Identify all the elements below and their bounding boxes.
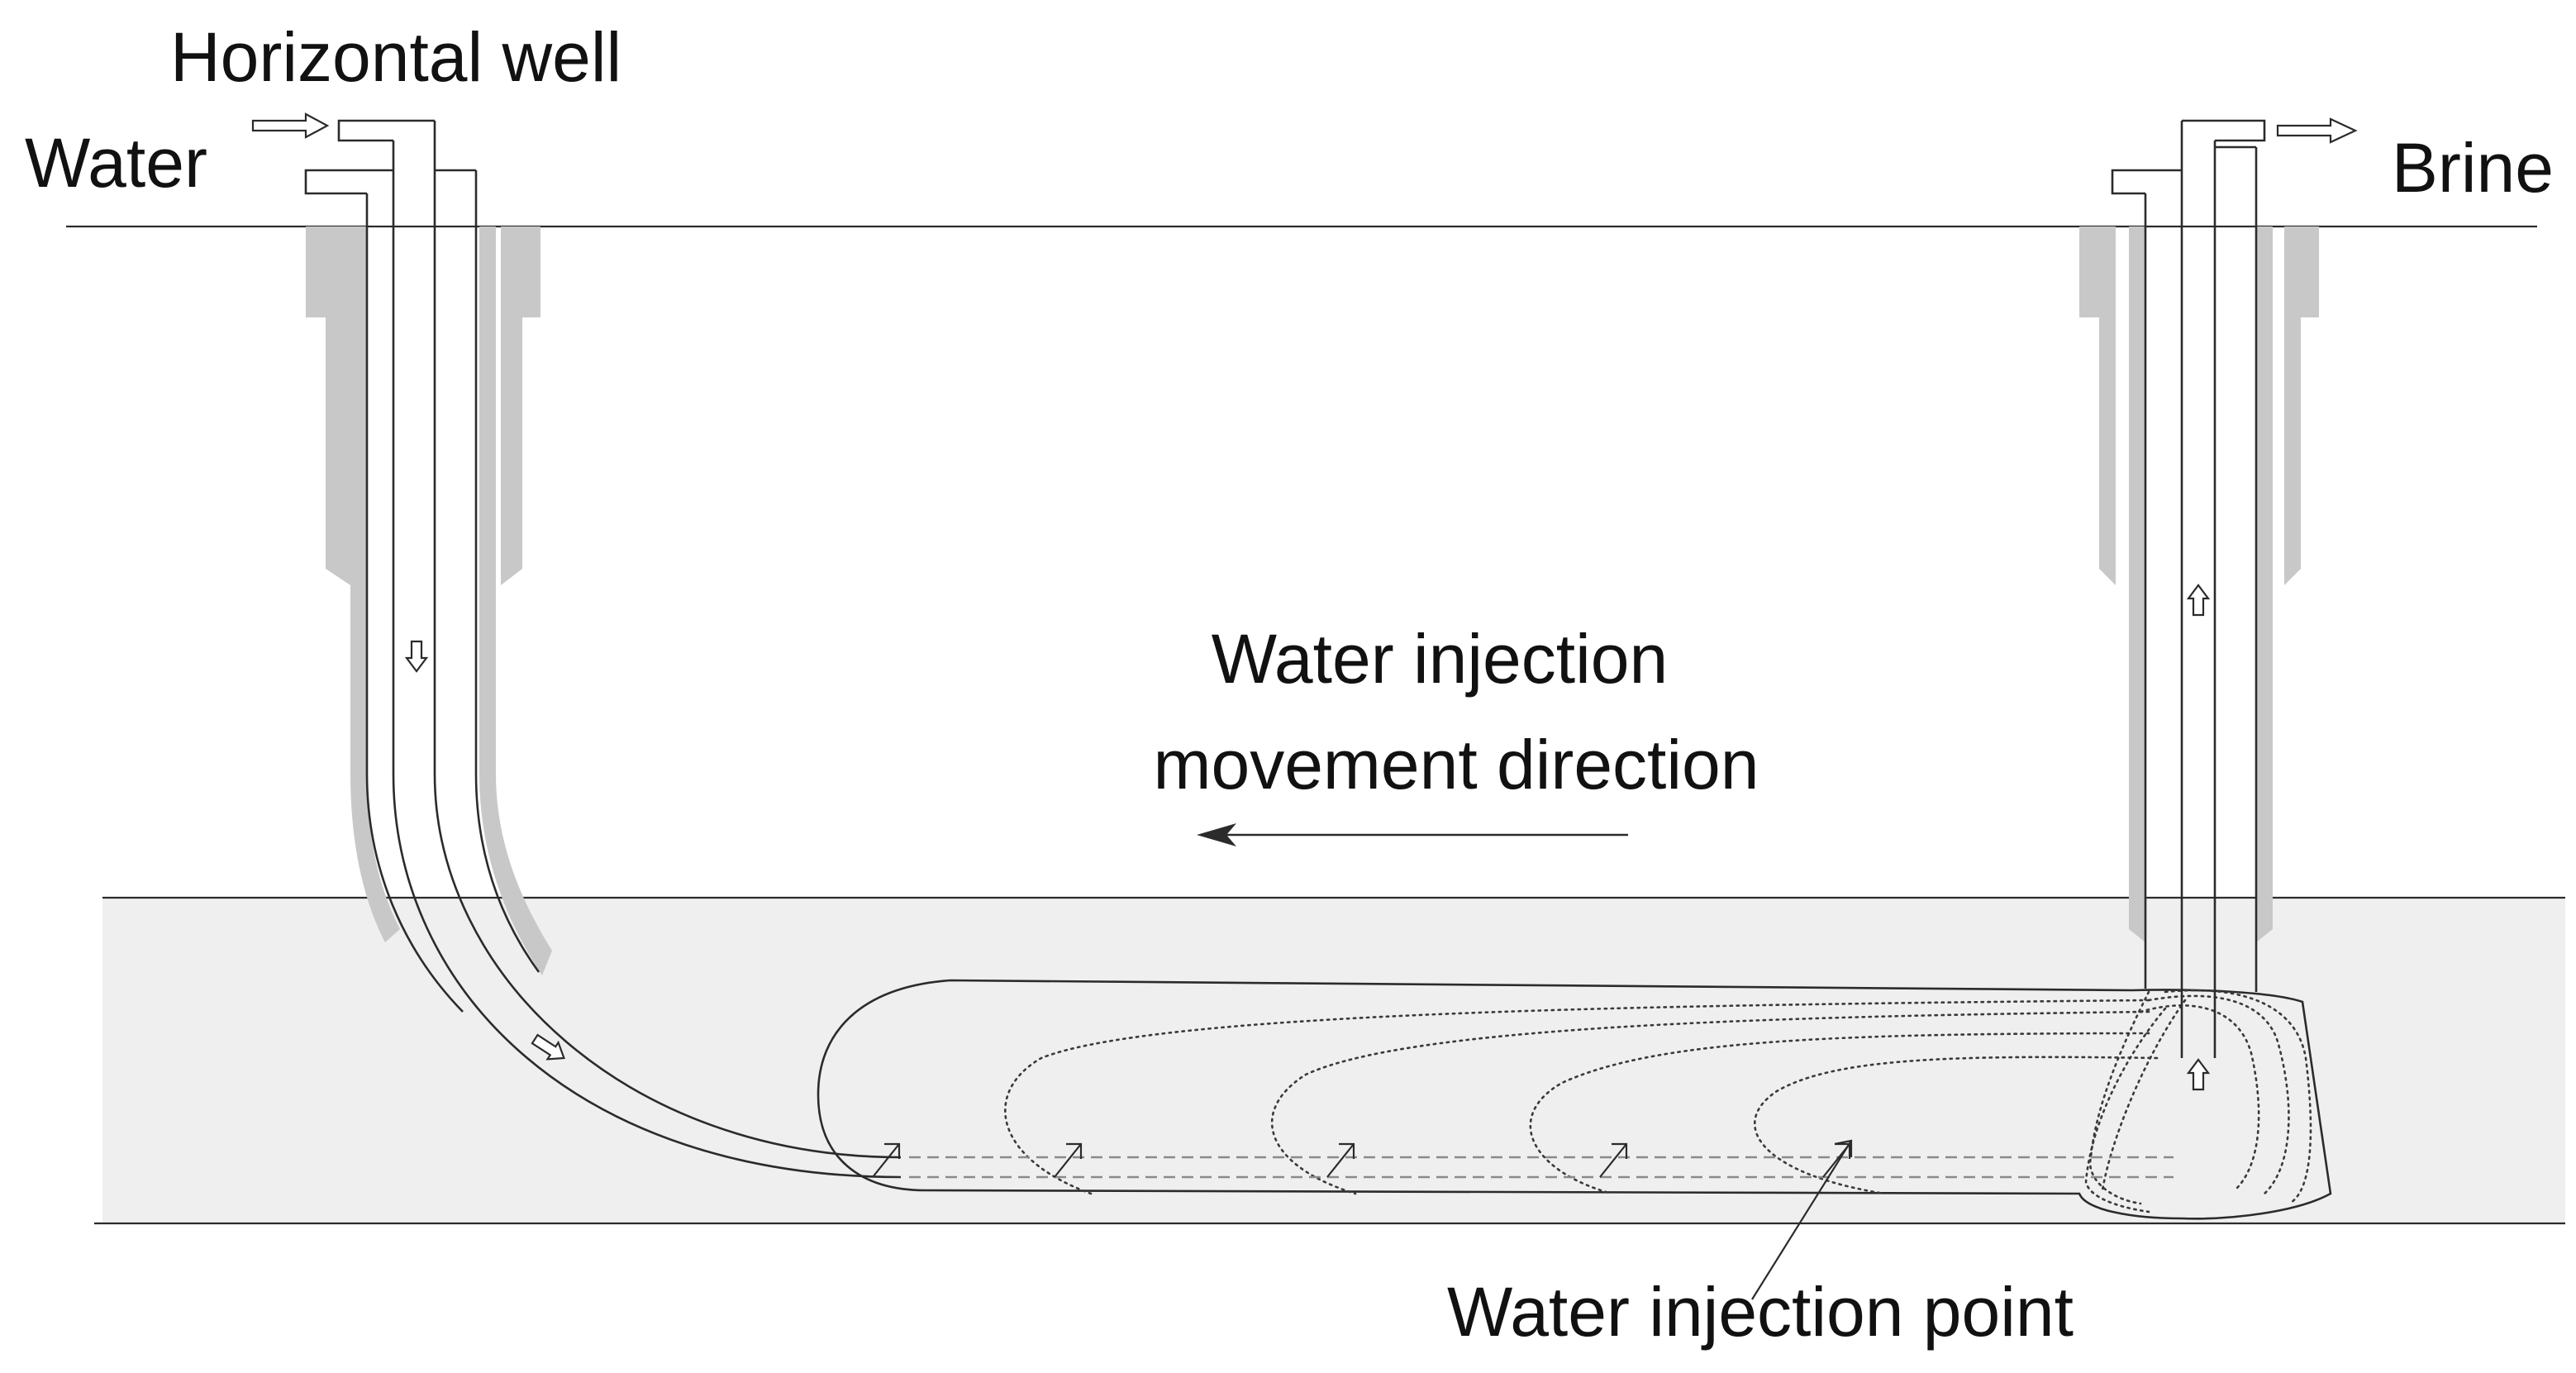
right-outer-tube-arm: [2111, 169, 2182, 195]
salt-cavern: [817, 979, 2332, 1220]
injection-point-arrows: [872, 1139, 1853, 1300]
label-brine: Brine: [2392, 129, 2554, 207]
salt-layer: [102, 898, 2565, 1223]
injection-point-pointer: [1751, 1139, 1853, 1300]
left-outer-casing-right: [501, 226, 540, 585]
left-inner-tube-fitting: [337, 119, 435, 142]
right-outer-casing-right: [2284, 226, 2319, 585]
flow-up-arrow-upper: [2186, 584, 2211, 617]
water-inflow-arrow: [251, 112, 330, 139]
right-inner-casing-right: [2256, 226, 2273, 942]
flow-up-arrow-lower: [2186, 1058, 2211, 1091]
right-outer-casing-left: [2079, 226, 2116, 585]
right-inner-casing-left: [2129, 226, 2145, 942]
flow-down-arrow: [404, 640, 429, 673]
brine-outflow-arrow: [2276, 117, 2358, 144]
injection-arrow: [872, 1142, 901, 1178]
label-movement-line2: movement direction: [1154, 726, 1759, 803]
label-movement-line1: Water injection: [1212, 620, 1668, 698]
injection-arrow: [1054, 1142, 1083, 1178]
right-brine-well: [2079, 117, 2358, 1091]
cavern-initial-outline-3: [2139, 1004, 2260, 1192]
left-outer-tube-right-wall: [474, 170, 540, 973]
cavern-stage-outline-2: [1271, 1010, 2150, 1195]
label-injection-point: Water injection point: [1447, 1273, 2074, 1351]
label-horizontal-well: Horizontal well: [170, 18, 621, 96]
injection-arrow: [1599, 1142, 1628, 1178]
label-water: Water: [25, 124, 207, 202]
cavern-initial-outline-4: [2084, 1007, 2167, 1213]
cavern-initial-outline-6: [2088, 990, 2150, 1205]
movement-direction-arrow: [1197, 823, 1628, 846]
flow-curve-arrow: [531, 1033, 565, 1061]
left-outer-casing-left: [306, 226, 350, 585]
right-inner-tube-fitting: [2182, 119, 2266, 142]
left-inner-casing-right: [479, 226, 552, 975]
left-horizontal-well: [251, 112, 902, 1179]
movement-arrow-head: [1197, 823, 1236, 846]
cavern-initial-outline-5: [2101, 999, 2187, 1192]
cavern-stage-outline-3: [1529, 1032, 2150, 1195]
left-inner-tube-inner-wall: [433, 121, 902, 1159]
left-inner-tube-outer-wall: [392, 141, 902, 1179]
injection-arrow: [1326, 1142, 1355, 1178]
left-outer-tube-arm: [304, 169, 393, 195]
cavern-initial-outline-2: [2147, 994, 2290, 1195]
cavern-stage-outline-1: [1004, 999, 2150, 1195]
left-inner-casing-left: [350, 226, 400, 942]
left-outer-tube-left-wall: [365, 193, 464, 1013]
cavern-initial-outline-1: [2164, 989, 2312, 1205]
